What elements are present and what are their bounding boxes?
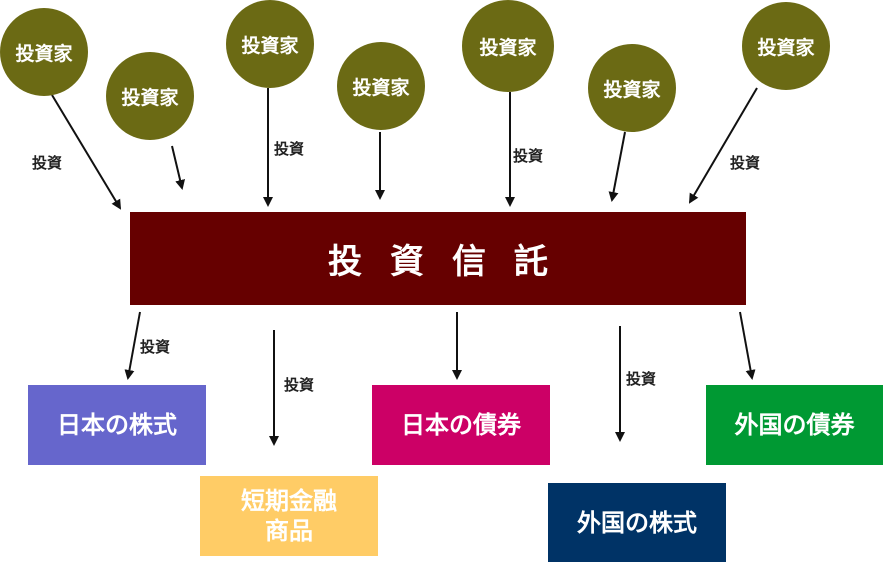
investor-label: 投資家: [121, 86, 179, 109]
investment-trust-label: 投資信託: [328, 242, 576, 282]
investor-node-7: 投資家: [742, 2, 830, 90]
investor-label: 投資家: [352, 76, 410, 99]
asset-label: 短期金融 商品: [241, 486, 337, 545]
arrow-investor-1: [51, 94, 122, 210]
arrow-label-invest: 投資: [32, 154, 63, 172]
arrow-label-invest: 投資: [284, 376, 315, 394]
arrow-label-invest: 投資: [274, 140, 305, 158]
arrow-investor-6: [608, 131, 626, 202]
investor-node-3: 投資家: [226, 0, 314, 88]
asset-japan-stocks: 日本の株式: [28, 385, 206, 465]
asset-label: 外国の債券: [734, 410, 855, 439]
arrow-asset-5: [739, 311, 756, 380]
investor-node-1: 投資家: [0, 8, 88, 96]
arrow-label-invest: 投資: [140, 338, 171, 356]
investment-trust-box: 投資信託: [130, 212, 746, 305]
asset-label: 日本の債券: [401, 410, 521, 439]
arrow-label-invest: 投資: [626, 370, 657, 388]
arrow-investor-7: [688, 87, 758, 204]
asset-foreign-stocks: 外国の株式: [548, 483, 726, 562]
asset-label: 日本の株式: [57, 410, 177, 439]
arrow-label-invest: 投資: [730, 154, 761, 172]
asset-japan-bonds: 日本の債券: [372, 385, 550, 465]
investor-label: 投資家: [15, 42, 73, 65]
investor-label: 投資家: [241, 34, 299, 57]
investor-label: 投資家: [603, 78, 661, 101]
arrow-label-invest: 投資: [513, 147, 544, 165]
investor-node-6: 投資家: [588, 44, 676, 132]
investor-label: 投資家: [757, 36, 815, 59]
arrow-asset-1: [124, 311, 141, 380]
investor-node-2: 投資家: [106, 52, 194, 140]
investor-node-5: 投資家: [462, 0, 554, 92]
asset-foreign-bonds: 外国の債券: [706, 385, 883, 465]
investor-node-4: 投資家: [337, 42, 425, 130]
investor-label: 投資家: [479, 36, 537, 59]
asset-short-term-money: 短期金融 商品: [200, 476, 378, 556]
asset-label: 外国の株式: [577, 507, 697, 537]
arrow-investor-2: [171, 145, 186, 190]
